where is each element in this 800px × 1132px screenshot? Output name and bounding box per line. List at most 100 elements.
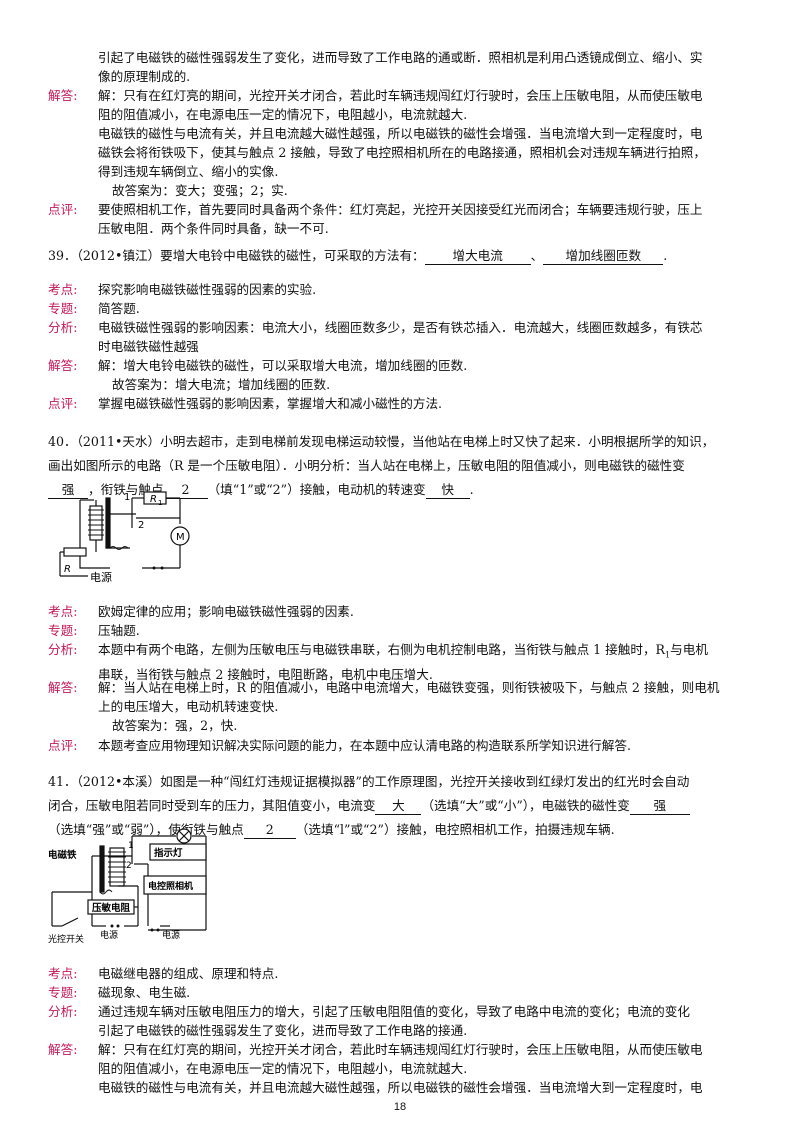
text-line: 像的原理制成的.: [98, 69, 191, 84]
resistor-label: R: [64, 564, 71, 575]
q39-fenxi: 分析: 电磁铁磁性强弱的影响因素：电流大小，线圈匝数多少，是否有铁芯插入．电流越…: [48, 318, 760, 356]
text-line: 磁现象、电生磁.: [98, 985, 191, 1000]
dianping-label: 点评:: [48, 396, 78, 411]
text-line: 引起了电磁铁的磁性强弱发生了变化，进而导致了工作电路的通或断．照相机是利用凸透镜…: [98, 50, 703, 65]
text-line: 阻的阻值减小，在电源电压一定的情况下，电阻越小，电流就越大.: [98, 107, 468, 122]
answer-blank: 2: [243, 821, 296, 839]
fenxi-label: 分析:: [48, 642, 78, 657]
power-right-label: 电源: [162, 929, 180, 941]
text-segment: （选填“l”或“2”）接触，电控照相机工作，拍摄违规车辆.: [295, 822, 615, 837]
answer-blank: 2: [163, 481, 208, 499]
jieda-label: 解答:: [48, 680, 78, 695]
question-39: 39．（2012•镇江）要增大电铃中电磁铁的磁性，可采取的方法有：增大电流、增加…: [48, 246, 764, 265]
subscript: 1: [665, 650, 671, 660]
answer-label: 解答:: [48, 88, 78, 103]
q41-jieda: 解答: 解：只有在红灯亮的期间，光控开关才闭合，若此时车辆违规闯红灯行驶时，会压…: [48, 1040, 760, 1097]
q41-zhuanti: 专题: 磁现象、电生磁.: [48, 983, 760, 1002]
text-line: 阻的阻值减小，在电源电压一定的情况下，电阻越小，电流就越大.: [98, 1061, 468, 1076]
top-answer: 解答: 解：只有在红灯亮的期间，光控开关才闭合，若此时车辆违规闯红灯行驶时，会压…: [48, 86, 760, 200]
text-line: 时电磁铁磁性越强: [98, 339, 199, 354]
answer-blank: 强: [629, 797, 690, 815]
q40-zhuanti: 专题: 压轴题.: [48, 621, 760, 640]
lamp-label: 指示灯: [154, 847, 183, 859]
text-line: 得到违规车辆倒立、缩小的实像.: [98, 164, 279, 179]
question-40: 40．（2011•天水）小明去超市，走到电梯前发现电梯运动较慢，当他站在电梯上时…: [48, 432, 764, 499]
power-left-label: 电源: [100, 929, 118, 941]
r1-subscript: 1: [158, 499, 162, 507]
text-line: 解：只有在红灯亮的期间，光控开关才闭合，若此时车辆违规闯红灯行驶时，会压上压敏电…: [98, 1042, 703, 1057]
zhuanti-label: 专题:: [48, 301, 78, 316]
text-line: 压敏电阻．两个条件同时具备，缺一不可.: [98, 221, 329, 236]
text-segment: （填“1”或“2”）接触，电动机的转速变: [207, 482, 426, 497]
text-line: 故答案为：变大；变强；2；实.: [112, 183, 288, 198]
text-segment: 本题中有两个电路，左侧为压敏电压与电磁铁串联，右侧为电机控制电路，当衔铁与触点 …: [98, 642, 666, 657]
text-line: 磁铁会将衔铁吸下，使其与触点 2 接触，导致了电控照相机所在的电路接通，照相机会…: [98, 145, 706, 160]
text-line: 解：增大电铃电磁铁的磁性，可以采取增大电流，增加线圈的匝数.: [98, 358, 468, 373]
q40-kaodian: 考点: 欧姆定律的应用；影响电磁铁磁性强弱的因素.: [48, 602, 760, 621]
text-segment: （选填“强”或“弱”），使衔铁与触点: [48, 822, 244, 837]
text-line: 上的电压增大，电动机转速变快.: [98, 699, 279, 714]
top-continuation: 引起了电磁铁的磁性强弱发生了变化，进而导致了工作电路的通或断．照相机是利用凸透镜…: [48, 48, 760, 86]
question-stem: 39．（2012•镇江）要增大电铃中电磁铁的磁性，可采取的方法有：: [48, 248, 425, 263]
zhuanti-label: 专题:: [48, 985, 78, 1000]
top-comment: 点评: 要使照相机工作，首先要同时具备两个条件：红灯亮起，光控开关因接受红光而闭…: [48, 200, 760, 238]
answer-blank: 快: [425, 481, 470, 499]
text-line: 本题考查应用物理知识解决实际问题的能力，在本题中应认清电路的构造联系所学知识进行…: [98, 738, 631, 753]
text-line: 41．（2012•本溪）如图是一种“闯红灯违规证据模拟器”的工作原理图，光控开关…: [48, 774, 690, 789]
contact-2-label: 2: [138, 520, 144, 531]
text-segment: 闭合，压敏电阻若同时受到车的压力，其阻值变小，电流变: [48, 798, 376, 813]
q39-dianping: 点评: 掌握电磁铁磁性强弱的影响因素，掌握增大和减小磁性的方法.: [48, 394, 760, 413]
circuit-diagram-q40: 1 R 1 2 M R 电源: [59, 491, 190, 584]
period: .: [469, 482, 474, 497]
q40-dianping: 点评: 本题考查应用物理知识解决实际问题的能力，在本题中应认清电路的构造联系所学…: [48, 736, 760, 755]
q40-jieda: 解答: 解：当人站在电梯上时，R 的阻值减小，电路中电流增大，电磁铁变强，则衔铁…: [48, 678, 760, 735]
answer-blank: 增加线圈匝数: [543, 247, 664, 265]
comment-label: 点评:: [48, 202, 78, 217]
q39-zhuanti: 专题: 简答题.: [48, 299, 760, 318]
text-line: 40．（2011•天水）小明去超市，走到电梯前发现电梯运动较慢，当他站在电梯上时…: [48, 434, 715, 449]
q39-kaodian: 考点: 探究影响电磁铁磁性强弱的因素的实验.: [48, 280, 760, 299]
text-line: 要使照相机工作，首先要同时具备两个条件：红灯亮起，光控开关因接受红光而闭合；车辆…: [98, 202, 703, 217]
contact-1-label: 1: [128, 841, 134, 851]
text-line: 解：当人站在电梯上时，R 的阻值减小，电路中电流增大，电磁铁变强，则衔铁被吸下，…: [98, 680, 720, 695]
answer-blank: 增大电流: [424, 247, 531, 265]
text-line: 简答题.: [98, 301, 140, 316]
text-line: 欧姆定律的应用；影响电磁铁磁性强弱的因素.: [98, 604, 354, 619]
zhuanti-label: 专题:: [48, 623, 78, 638]
fenxi-label: 分析:: [48, 320, 78, 335]
fenxi-label: 分析:: [48, 1004, 78, 1019]
power-label: 电源: [90, 570, 112, 584]
text-segment: （选填“大”或“小”），电磁铁的磁性变: [421, 798, 630, 813]
text-line: 引起了电磁铁的磁性强弱发生了变化，进而导致了工作电路的接通.: [98, 1023, 468, 1038]
text-line: 电磁铁的磁性与电流有关，并且电流越大磁性越强，所以电磁铁的磁性会增强．当电流增大…: [98, 126, 703, 141]
light-switch-label: 光控开关: [48, 933, 84, 944]
text-segment: 与电机: [670, 642, 708, 657]
text-line: 故答案为：强，2，快.: [112, 718, 238, 733]
period: .: [663, 248, 668, 263]
answer-blank: 强: [48, 481, 88, 499]
answer-blank: 大: [375, 797, 422, 815]
jieda-label: 解答:: [48, 1042, 78, 1057]
text-line: 串联，当衔铁与触点 2 接触时，电阻断路，电机中电压增大.: [98, 666, 433, 682]
pressure-resistor-label: 压敏电阻: [92, 902, 131, 914]
text-line: 电磁继电器的组成、原理和特点.: [98, 966, 279, 981]
contact-2-label: 2: [126, 861, 132, 871]
text-line: 通过违规车辆对压敏电阻压力的增大，引起了压敏电阻阻值的变化，导致了电路中电流的变…: [98, 1004, 690, 1019]
text-line: 压轴题.: [98, 623, 140, 638]
question-41: 41．（2012•本溪）如图是一种“闯红灯违规证据模拟器”的工作原理图，光控开关…: [48, 772, 764, 839]
jieda-label: 解答:: [48, 358, 78, 373]
r1-label: R: [150, 494, 157, 505]
text-line: 解：只有在红灯亮的期间，光控开关才闭合，若此时车辆违规闯红灯行驶时，会压上压敏电…: [98, 88, 703, 103]
kaodian-label: 考点:: [48, 604, 78, 619]
q39-jieda: 解答: 解：增大电铃电磁铁的磁性，可以采取增大电流，增加线圈的匝数. 故答案为：…: [48, 356, 760, 394]
kaodian-label: 考点:: [48, 966, 78, 981]
dianping-label: 点评:: [48, 738, 78, 753]
circuit-diagram-q41: 电磁铁 1 2 指示灯 电控照相机 压敏电阻 电源 电源 光控开关: [48, 828, 207, 944]
q41-kaodian: 考点: 电磁继电器的组成、原理和特点.: [48, 964, 760, 983]
text-line: 电磁铁磁性强弱的影响因素：电流大小，线圈匝数多少，是否有铁芯插入．电流越大，线圈…: [98, 320, 703, 335]
q40-fenxi: 分析: 本题中有两个电路，左侧为压敏电压与电磁铁串联，右侧为电机控制电路，当衔铁…: [48, 640, 760, 684]
contact-1-label: 1: [124, 492, 130, 503]
page-number: 18: [393, 1101, 407, 1113]
motor-label: M: [176, 532, 185, 543]
camera-label: 电控照相机: [148, 880, 193, 892]
